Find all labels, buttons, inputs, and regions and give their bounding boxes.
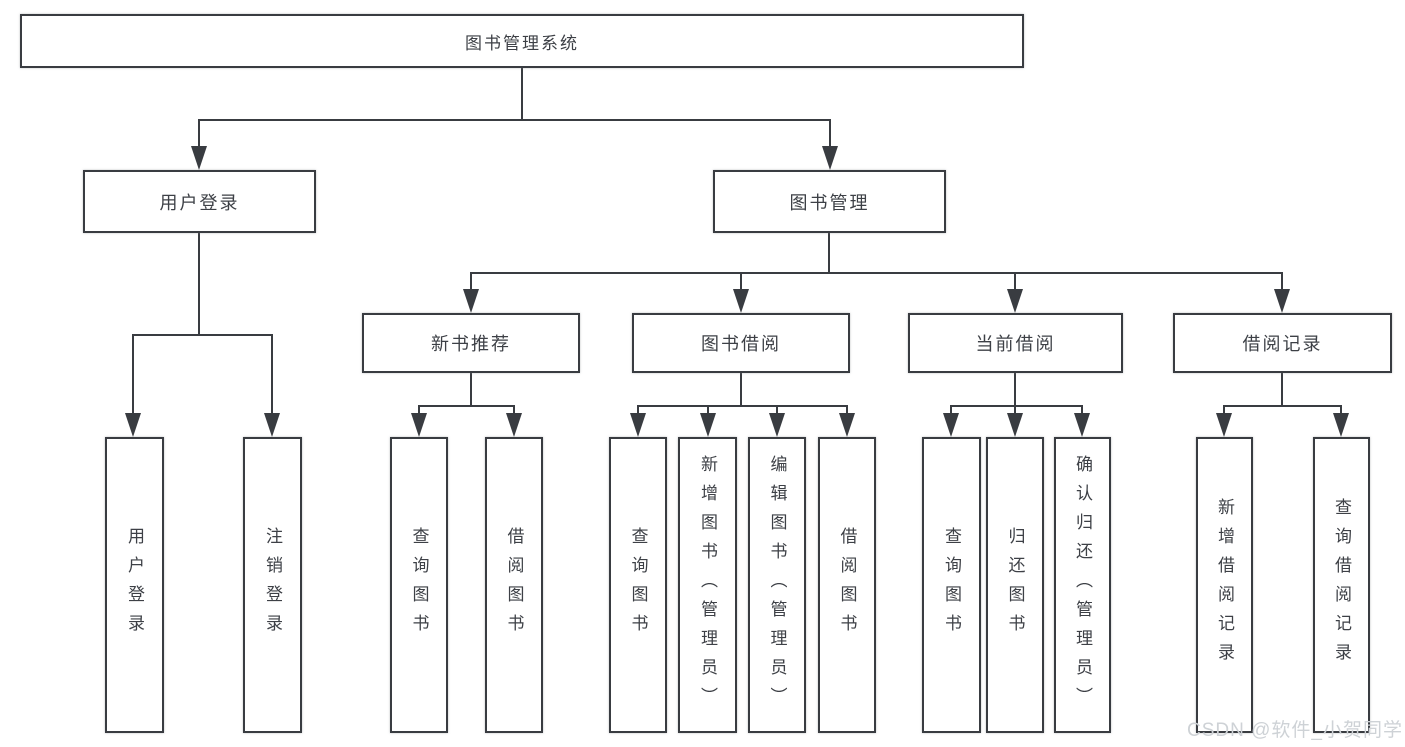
- node-label: 归还图书: [1005, 527, 1025, 643]
- edges-book-borrow-children: [630, 373, 855, 437]
- leaf-logout: 注销登录: [243, 437, 302, 733]
- node-label: 当前借阅: [975, 334, 1056, 354]
- node-label: 借阅记录: [1242, 334, 1323, 354]
- node-label: 编辑图书（管理员）: [767, 454, 787, 716]
- csdn-watermark: CSDN @软件_小贺同学: [1187, 720, 1403, 741]
- leaf-confirm-return-admin: 确认归还（管理员）: [1054, 437, 1111, 733]
- node-label: 查询图书: [409, 527, 429, 643]
- node-label: 借阅图书: [504, 527, 524, 643]
- leaf-add-book-admin: 新增图书（管理员）: [678, 437, 737, 733]
- leaf-query-books-1: 查询图书: [390, 437, 448, 733]
- node-book-management: 图书管理: [713, 170, 946, 233]
- node-label: 查询图书: [942, 527, 961, 643]
- edges-borrow-records-children: [1216, 373, 1349, 437]
- node-new-book-recommendation: 新书推荐: [362, 313, 580, 373]
- node-book-borrowing: 图书借阅: [632, 313, 850, 373]
- node-label: 查询借阅记录: [1332, 498, 1351, 672]
- leaf-query-books-3: 查询图书: [922, 437, 981, 733]
- node-borrowing-records: 借阅记录: [1173, 313, 1392, 373]
- node-label: 确认归还（管理员）: [1073, 454, 1092, 716]
- node-library-management-system: 图书管理系统: [20, 14, 1024, 68]
- leaf-return-book: 归还图书: [986, 437, 1044, 733]
- node-label: 借阅图书: [837, 527, 857, 643]
- leaf-query-borrow-record: 查询借阅记录: [1313, 437, 1370, 733]
- node-label: 图书借阅: [701, 334, 781, 354]
- node-label: 查询图书: [628, 527, 648, 643]
- leaf-edit-book-admin: 编辑图书（管理员）: [748, 437, 806, 733]
- node-label: 图书管理: [789, 192, 870, 213]
- edges-new-book-rec-children: [411, 373, 522, 437]
- leaf-query-books-2: 查询图书: [609, 437, 667, 733]
- node-label: 图书管理系统: [465, 33, 579, 53]
- edges-book-mgmt-children: [463, 232, 1290, 313]
- node-label: 新增借阅记录: [1215, 498, 1234, 672]
- node-label: 注销登录: [263, 527, 282, 643]
- edges-root-to-level2: [191, 67, 838, 170]
- node-label: 新增图书（管理员）: [698, 454, 717, 716]
- edges-current-borrow-children: [943, 373, 1090, 437]
- leaf-borrow-books-2: 借阅图书: [818, 437, 876, 733]
- node-label: 用户登录: [125, 527, 144, 643]
- node-label: 新书推荐: [431, 334, 511, 354]
- node-label: 用户登录: [159, 192, 240, 213]
- leaf-add-borrow-record: 新增借阅记录: [1196, 437, 1253, 733]
- node-current-borrowing: 当前借阅: [908, 313, 1123, 373]
- leaf-borrow-books-1: 借阅图书: [485, 437, 543, 733]
- node-user-login: 用户登录: [83, 170, 316, 233]
- edges-user-login-children: [125, 232, 280, 437]
- leaf-user-login: 用户登录: [105, 437, 164, 733]
